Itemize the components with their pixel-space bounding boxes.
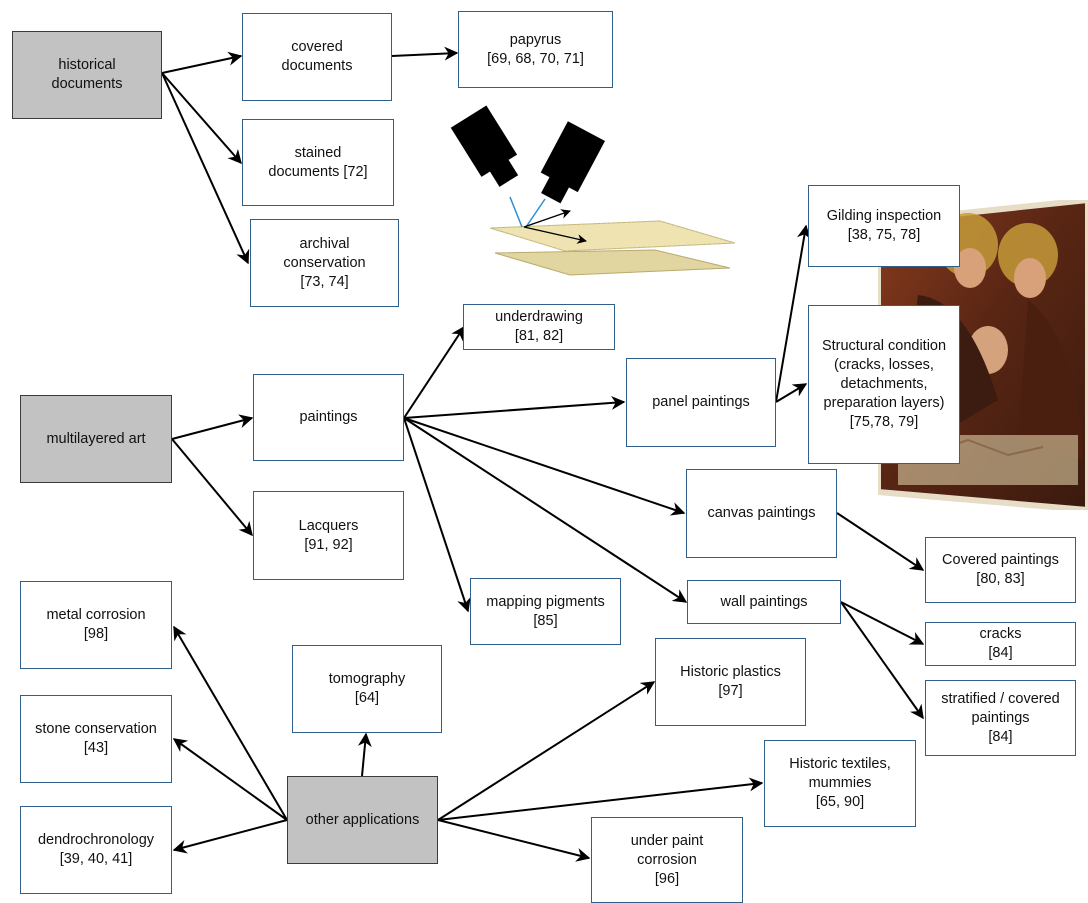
node-historical-documents: historical documents [12, 31, 162, 119]
node-multilayered-art: multilayered art [20, 395, 172, 483]
node-gilding-inspection: Gilding inspection [38, 75, 78] [808, 185, 960, 267]
node-cracks: cracks [84] [925, 622, 1076, 666]
arrow-other-plastics [437, 681, 656, 821]
arrow-multi-paintings [171, 414, 254, 440]
arrow-multi-lacquers [171, 438, 253, 537]
arrow-paintings-underdrawing [403, 325, 465, 419]
node-archival-conservation: archival conservation [73, 74] [250, 219, 399, 307]
node-under-paint-corrosion: under paint corrosion [96] [591, 817, 743, 903]
arrow-covered-papyrus [391, 46, 459, 61]
node-dendrochronology: dendrochronology [39, 40, 41] [20, 806, 172, 894]
arrow-other-stone [172, 738, 288, 821]
node-paintings: paintings [253, 374, 404, 461]
node-stained-documents: stained documents [72] [242, 119, 394, 206]
node-stone-conservation: stone conservation [43] [20, 695, 172, 783]
node-historic-textiles-mummies: Historic textiles, mummies [65, 90] [764, 740, 916, 827]
node-structural-condition: Structural condition (cracks, losses, de… [808, 305, 960, 464]
node-stratified-covered-paintings: stratified / covered paintings [84] [925, 680, 1076, 756]
arrow-other-dendro [172, 819, 288, 854]
arrow-other-textiles [437, 777, 764, 821]
arrow-hist-covered [161, 51, 243, 74]
arrow-panel-gilding [775, 224, 811, 403]
node-other-applications: other applications [287, 776, 438, 864]
arrow-hist-stained [161, 72, 242, 165]
arrow-panel-structural [775, 383, 808, 403]
node-underdrawing: underdrawing [81, 82] [463, 304, 615, 350]
node-lacquers: Lacquers [91, 92] [253, 491, 404, 580]
arrow-other-underpaint [437, 819, 591, 862]
node-historic-plastics: Historic plastics [97] [655, 638, 806, 726]
node-metal-corrosion: metal corrosion [98] [20, 581, 172, 669]
node-papyrus: papyrus [69, 68, 70, 71] [458, 11, 613, 88]
node-covered-paintings: Covered paintings [80, 83] [925, 537, 1076, 603]
node-canvas-paintings: canvas paintings [686, 469, 837, 558]
node-mapping-pigments: mapping pigments [85] [470, 578, 621, 645]
node-wall-paintings: wall paintings [687, 580, 841, 624]
arrow-paintings-mapping [403, 417, 471, 613]
arrow-hist-archival [161, 72, 250, 265]
arrow-wall-stratified [840, 601, 924, 720]
arrow-other-metal [173, 625, 288, 821]
arrow-canvas-covered [836, 512, 925, 571]
node-panel-paintings: panel paintings [626, 358, 776, 447]
arrow-paintings-canvas [403, 417, 686, 516]
node-tomography: tomography [64] [292, 645, 442, 733]
arrow-wall-cracks [840, 601, 925, 645]
arrow-other-tomography [357, 732, 372, 777]
scanner-probes-over-papyrus-illustration [450, 105, 736, 276]
arrow-paintings-wall [403, 417, 688, 603]
node-covered-documents: covered documents [242, 13, 392, 101]
arrow-paintings-panel [403, 395, 626, 419]
